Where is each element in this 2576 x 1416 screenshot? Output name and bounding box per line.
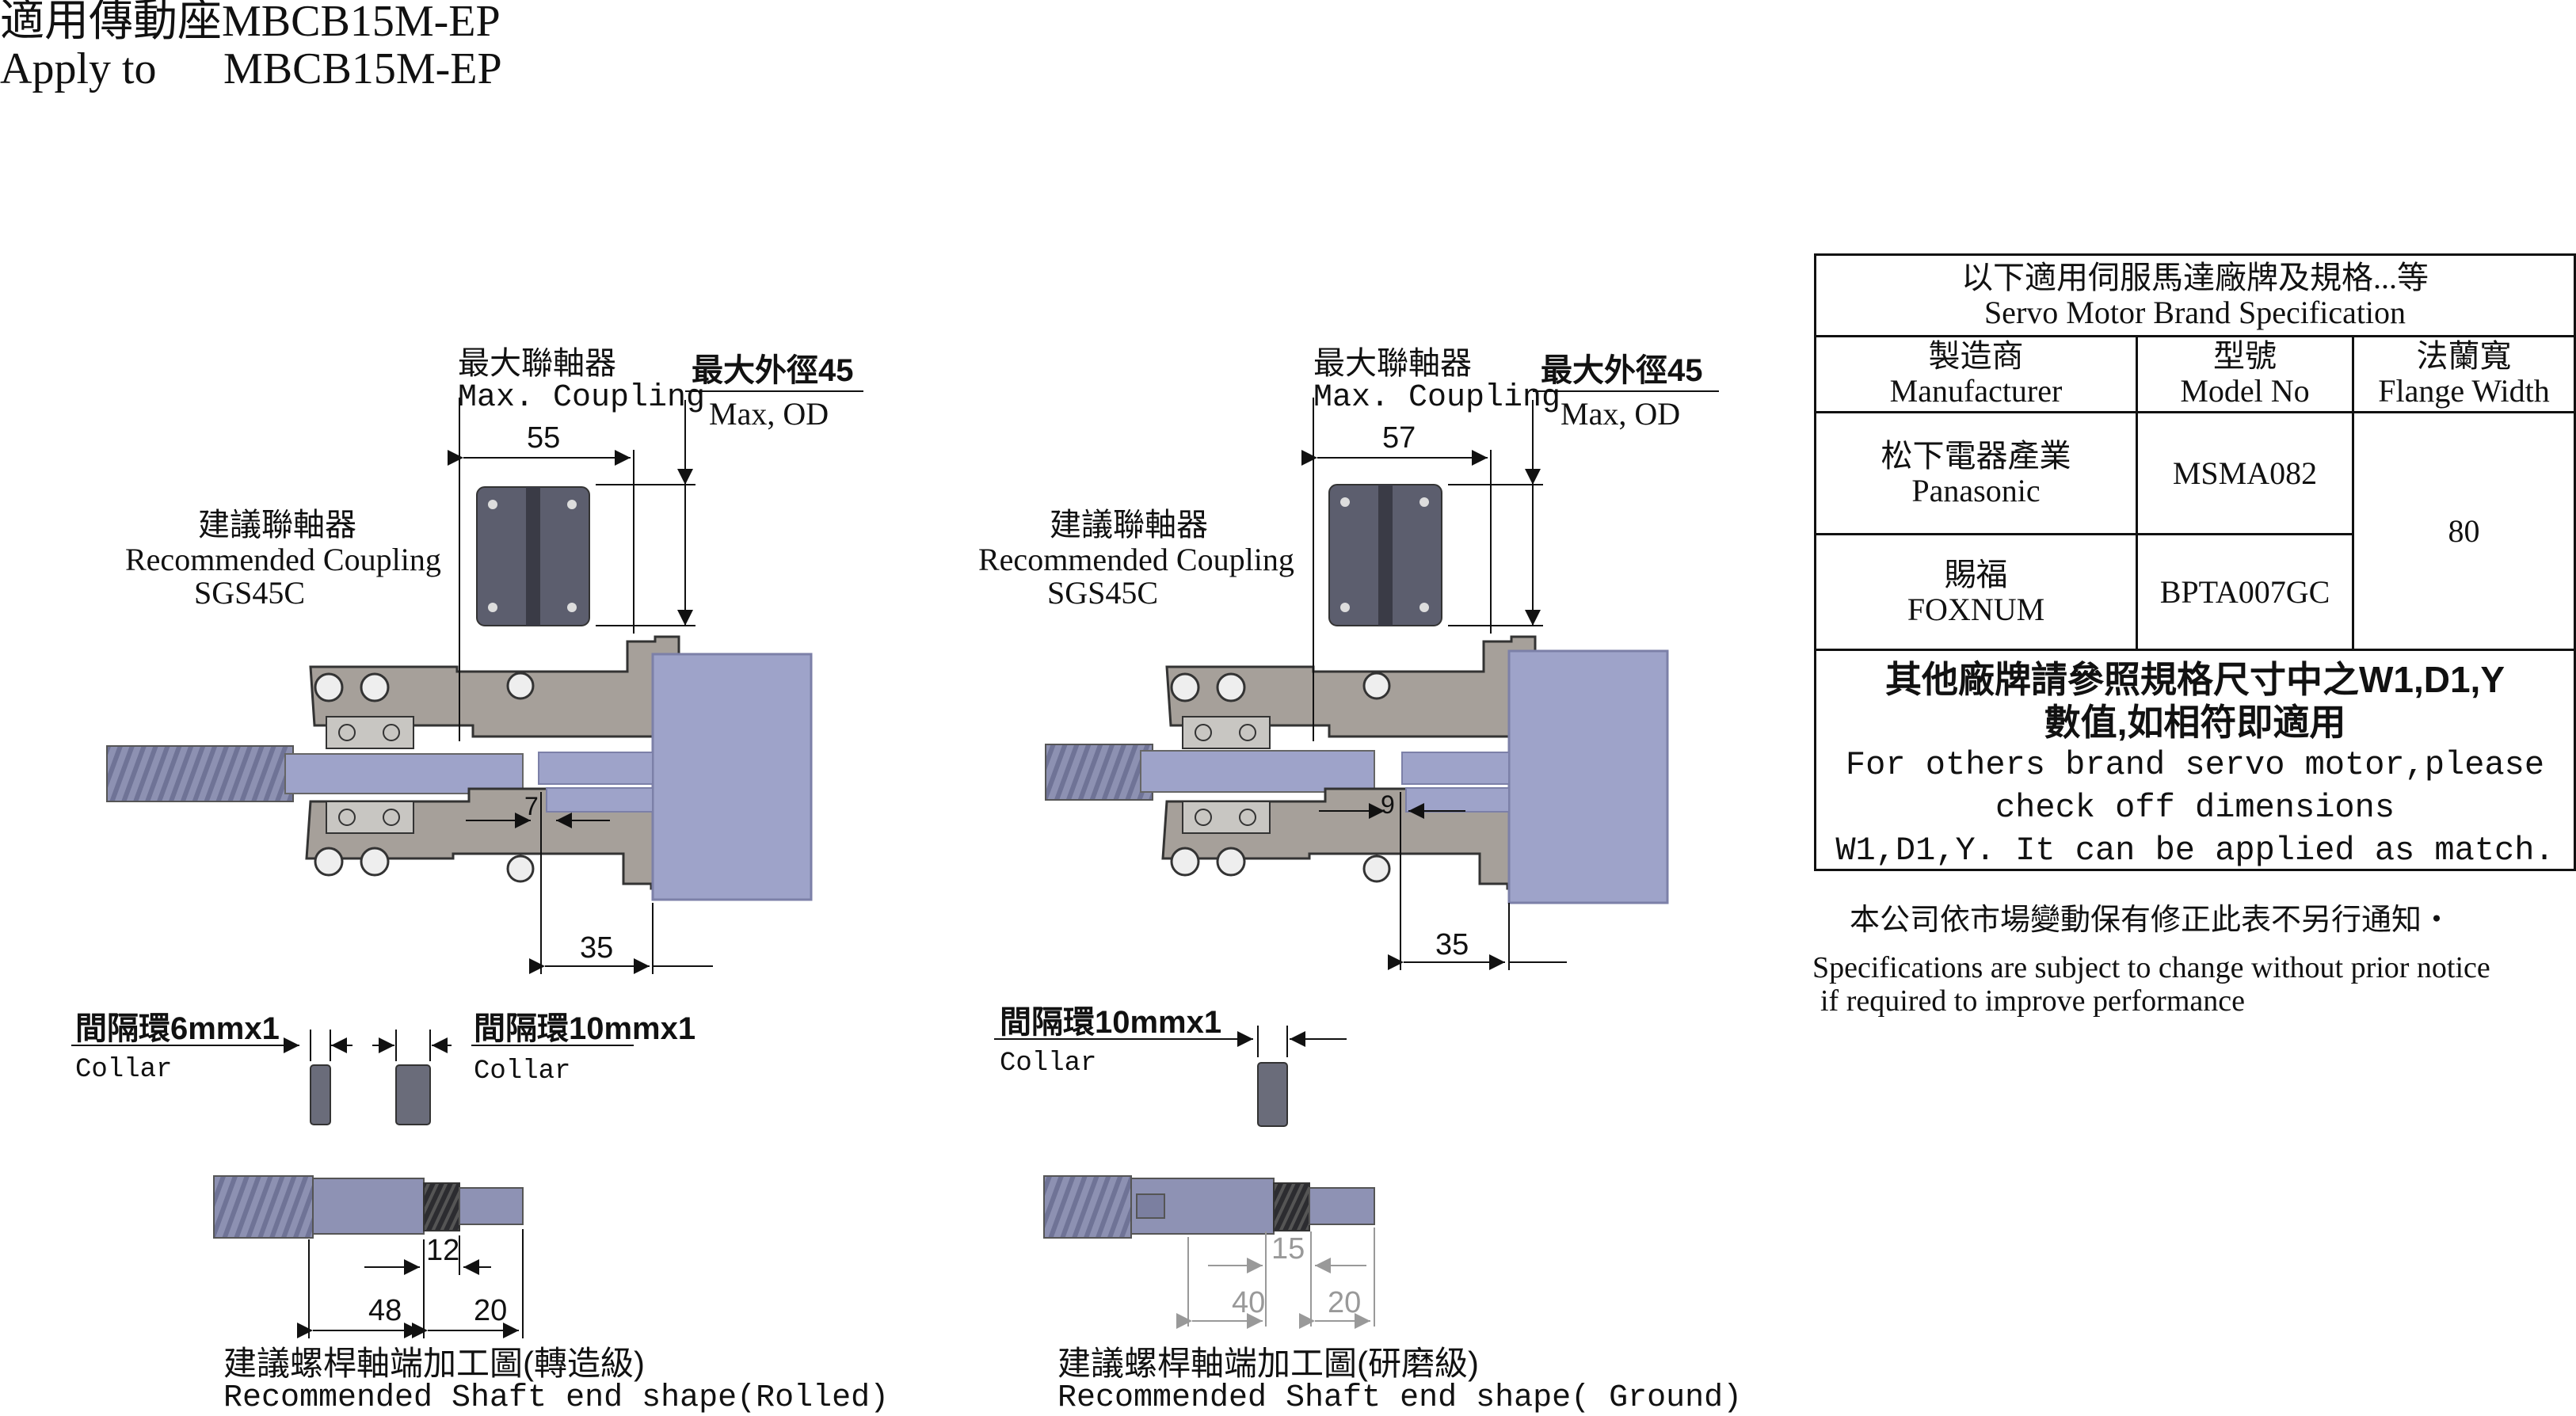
notice-en-line2: if required to improve performance	[1820, 984, 2245, 1018]
spec-note: 其他廠牌請參照規格尺寸中之W1,D1,Y 數值,如相符即適用 For other…	[1816, 652, 2574, 870]
collar-10mm	[395, 1064, 431, 1125]
col-model-en: Model No	[2180, 373, 2310, 409]
shaft-dim-end: 20	[474, 1294, 508, 1327]
dim-gap: 7	[524, 792, 539, 820]
collar-10mm-label-en: Collar	[1000, 1049, 1097, 1079]
shaft-dim-body: 48	[368, 1294, 402, 1327]
max-coupling-label-en: Max. Coupling	[1313, 380, 1561, 416]
max-od-label-en: Max, OD	[709, 396, 829, 432]
collar-10mm-label-zh: 間隔環10mmx1	[1000, 1005, 1222, 1040]
table-row-manufacturer: 松下電器產業 Panasonic	[1816, 413, 2136, 533]
note-en-line1: For others brand servo motor,please	[1845, 746, 2545, 784]
shaft-caption-zh: 建議螺桿軸端加工圖(研磨級)	[1057, 1345, 1479, 1382]
col-model: 型號 Model No	[2138, 337, 2352, 411]
collar-6mm-label-en: Collar	[75, 1055, 173, 1085]
dim-coupling-length: 57	[1382, 421, 1416, 455]
shaft-dim-thread: 12	[426, 1234, 460, 1267]
manufacturer-zh: 賜福	[1944, 556, 2008, 592]
max-coupling-label-zh: 最大聯軸器	[458, 346, 616, 381]
table-row-model: MSMA082	[2138, 413, 2352, 533]
flange-width-cell: 80	[2354, 413, 2574, 649]
manufacturer-en: Panasonic	[1911, 472, 2041, 508]
max-od-label-zh: 最大外徑45	[692, 353, 854, 388]
shaft-dim-end: 20	[1328, 1286, 1362, 1319]
shaft-left	[213, 1175, 524, 1338]
max-coupling-label-en: Max. Coupling	[458, 380, 706, 416]
flange-width-value: 80	[2448, 512, 2480, 549]
note-en-line2: check off dimensions	[1995, 789, 2395, 827]
col-flange: 法蘭寬 Flange Width	[2354, 337, 2574, 411]
model-no: MSMA082	[2172, 455, 2318, 491]
spec-header-en: Servo Motor Brand Specification	[1983, 295, 2406, 330]
right-assembly	[1045, 390, 1719, 970]
collar-10mm-label-zh: 間隔環10mmx1	[474, 1011, 696, 1046]
dim-gap: 9	[1381, 790, 1395, 819]
servo-motor	[651, 653, 813, 901]
notice-zh: 本公司依市場變動保有修正此表不另行通知・	[1850, 904, 2452, 937]
shaft-dim-body: 40	[1232, 1286, 1266, 1319]
collar-6mm-label-zh: 間隔環6mmx1	[75, 1011, 280, 1046]
model-no: BPTA007GC	[2159, 573, 2330, 610]
table-row-model: BPTA007GC	[2138, 535, 2352, 649]
rec-coupling-label-en: Recommended Coupling	[978, 542, 1294, 577]
rec-coupling-label-zh: 建議聯軸器	[1050, 508, 1208, 542]
shaft-caption-en: Recommended Shaft end shape( Ground)	[1057, 1380, 1743, 1416]
spec-header-zh: 以下適用伺服馬達廠牌及規格...等	[1961, 260, 2429, 295]
shaft-dim-thread: 15	[1271, 1232, 1305, 1266]
manufacturer-en: FOXNUM	[1907, 591, 2045, 627]
apply-to-label: Apply to	[0, 44, 157, 93]
apply-to-model: MBCB15M-EP	[223, 44, 502, 93]
spec-table: 以下適用伺服馬達廠牌及規格...等 Servo Motor Brand Spec…	[1814, 253, 2576, 871]
rec-coupling-label-zh: 建議聯軸器	[198, 508, 356, 542]
left-assembly	[106, 390, 863, 974]
col-manufacturer-zh: 製造商	[1928, 338, 2024, 374]
note-zh-line2: 數值,如相符即適用	[2044, 702, 2346, 743]
collar-10mm	[1257, 1062, 1288, 1127]
rec-coupling-model: SGS45C	[1047, 575, 1159, 611]
collars-left	[71, 1030, 634, 1125]
note-zh-line1: 其他廠牌請參照規格尺寸中之W1,D1,Y	[1884, 659, 2506, 700]
col-model-zh: 型號	[2213, 338, 2277, 374]
page-title: 適用傳動座MBCB15M-EP	[0, 0, 501, 46]
col-manufacturer: 製造商 Manufacturer	[1816, 337, 2136, 411]
notice-en-line1: Specifications are subject to change wit…	[1812, 951, 2490, 984]
max-od-label-zh: 最大外徑45	[1541, 353, 1703, 388]
manufacturer-zh: 松下電器產業	[1881, 437, 2071, 474]
spec-header: 以下適用伺服馬達廠牌及規格...等 Servo Motor Brand Spec…	[1816, 256, 2574, 335]
collar-10mm-label-en: Collar	[474, 1056, 571, 1087]
dim-flange: 35	[580, 931, 614, 965]
collar-6mm	[310, 1064, 331, 1125]
note-en-line3: W1,D1,Y. It can be applied as match.	[1835, 832, 2555, 870]
col-flange-zh: 法蘭寬	[2416, 338, 2512, 374]
max-coupling-label-zh: 最大聯軸器	[1313, 346, 1472, 381]
shaft-caption-en: Recommended Shaft end shape(Rolled)	[223, 1380, 890, 1416]
table-row-manufacturer: 賜福 FOXNUM	[1816, 535, 2136, 649]
rec-coupling-model: SGS45C	[194, 575, 306, 611]
shaft-right	[1043, 1175, 1375, 1329]
dim-flange: 35	[1435, 928, 1469, 961]
col-flange-en: Flange Width	[2378, 373, 2550, 409]
collars-right	[994, 1026, 1347, 1127]
dim-coupling-length: 55	[527, 421, 561, 455]
col-manufacturer-en: Manufacturer	[1889, 373, 2063, 409]
max-od-label-en: Max, OD	[1560, 396, 1681, 432]
rec-coupling-label-en: Recommended Coupling	[125, 542, 441, 577]
shaft-caption-zh: 建議螺桿軸端加工圖(轉造級)	[223, 1345, 645, 1382]
ball-screw	[106, 745, 294, 802]
